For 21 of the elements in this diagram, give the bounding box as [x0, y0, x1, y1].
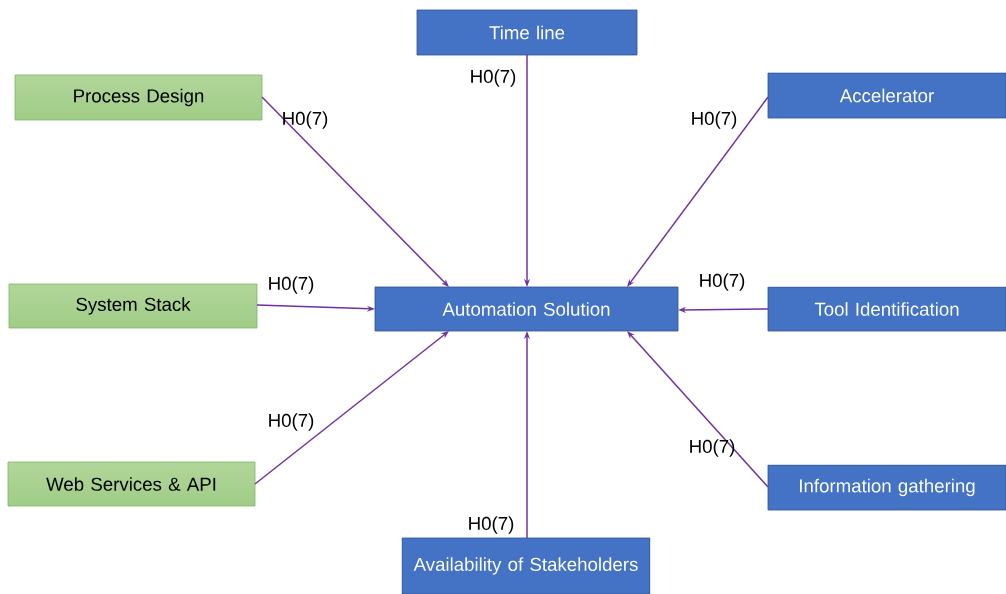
edge-label: H0(7): [690, 439, 735, 457]
edge-label: H0(7): [471, 69, 516, 87]
arrow: [627, 96, 769, 287]
process-box: Process Design: [14, 74, 263, 121]
edge-label: H0(7): [469, 516, 514, 534]
process-box: Automation Solution: [374, 286, 679, 332]
edge-label: H0(7): [700, 273, 745, 291]
process-box: Information gathering: [767, 464, 1006, 511]
arrow: [254, 331, 449, 485]
arrow: [627, 331, 769, 488]
arrow: [261, 96, 449, 287]
process-box: Time line: [416, 9, 638, 56]
edge-label: H0(7): [269, 413, 314, 431]
edge-label: H0(7): [283, 111, 328, 129]
edge-label: H0(7): [269, 276, 314, 294]
edge-label: H0(7): [692, 111, 737, 129]
process-box: Availability of Stakeholders: [401, 537, 651, 594]
process-box: System Stack: [8, 283, 258, 329]
process-box: Web Services & API: [7, 461, 256, 507]
process-box: Tool Identification: [767, 286, 1006, 332]
process-box: Accelerator: [767, 72, 1006, 119]
